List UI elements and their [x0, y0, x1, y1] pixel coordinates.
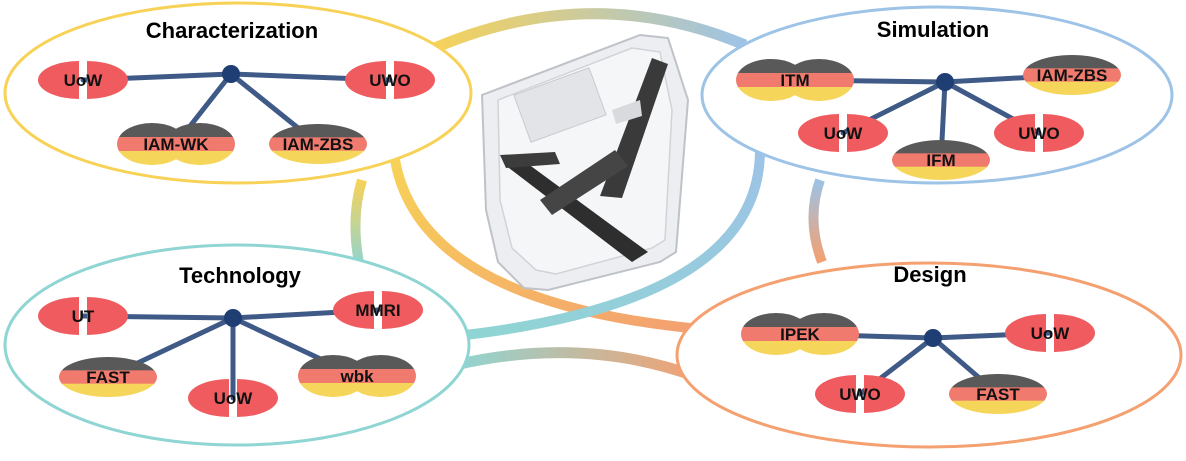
partner-label: FAST: [86, 368, 130, 387]
hub-node: [936, 73, 954, 91]
partner-badge-fast: FAST: [949, 374, 1047, 414]
partner-label: ITM: [780, 71, 809, 90]
composite-part-photo: [482, 35, 688, 290]
partner-label: IAM-WK: [143, 135, 209, 154]
partner-label: IAM-ZBS: [283, 135, 354, 154]
group-simulation: Simulation ITM IAM-ZBS UoW IFM UWO: [702, 7, 1172, 183]
partner-badge-iam-wk: IAM-WK: [117, 123, 235, 165]
group-technology: Technology UT MMRI FAST UoW wbk: [5, 245, 469, 445]
partner-badge-ifm: IFM: [892, 140, 990, 180]
hub-node: [224, 309, 242, 327]
partner-label: UoW: [1031, 324, 1071, 343]
partner-label: UT: [72, 307, 95, 326]
partner-badge-iam-zbs: IAM-ZBS: [269, 124, 367, 164]
partner-label: UWO: [1018, 124, 1060, 143]
group-title: Design: [893, 262, 966, 287]
connection-left: [355, 180, 362, 268]
group-design: Design IPEK UoW UWO FAST: [677, 262, 1181, 447]
hub-node: [222, 65, 240, 83]
group-border: [677, 263, 1181, 447]
partner-label: IAM-ZBS: [1037, 66, 1108, 85]
partner-label: UWO: [369, 71, 411, 90]
partner-label: UWO: [839, 385, 881, 404]
partner-label: IFM: [926, 151, 955, 170]
partner-label: UoW: [214, 389, 254, 408]
partner-badge-wbk: wbk: [298, 355, 416, 397]
group-title: Technology: [179, 263, 302, 288]
partner-label: FAST: [976, 385, 1020, 404]
partner-label: IPEK: [780, 325, 820, 344]
connection-bottom: [455, 353, 700, 378]
connection-right: [813, 180, 822, 262]
partner-badge-iam-zbs: IAM-ZBS: [1023, 55, 1121, 95]
connection-top: [430, 14, 745, 50]
group-title: Simulation: [877, 17, 989, 42]
partner-label: UoW: [64, 71, 104, 90]
group-title: Characterization: [146, 18, 318, 43]
partner-label: UoW: [824, 124, 864, 143]
hub-node: [924, 329, 942, 347]
partner-badge-fast: FAST: [59, 357, 157, 397]
partner-badge-ipek: IPEK: [741, 313, 859, 355]
partner-label: wbk: [339, 367, 374, 386]
partner-label: MMRI: [355, 301, 400, 320]
group-characterization: Characterization UoW UWO IAM-WK IAM-ZBS: [5, 3, 471, 183]
partner-badge-itm: ITM: [736, 59, 854, 101]
